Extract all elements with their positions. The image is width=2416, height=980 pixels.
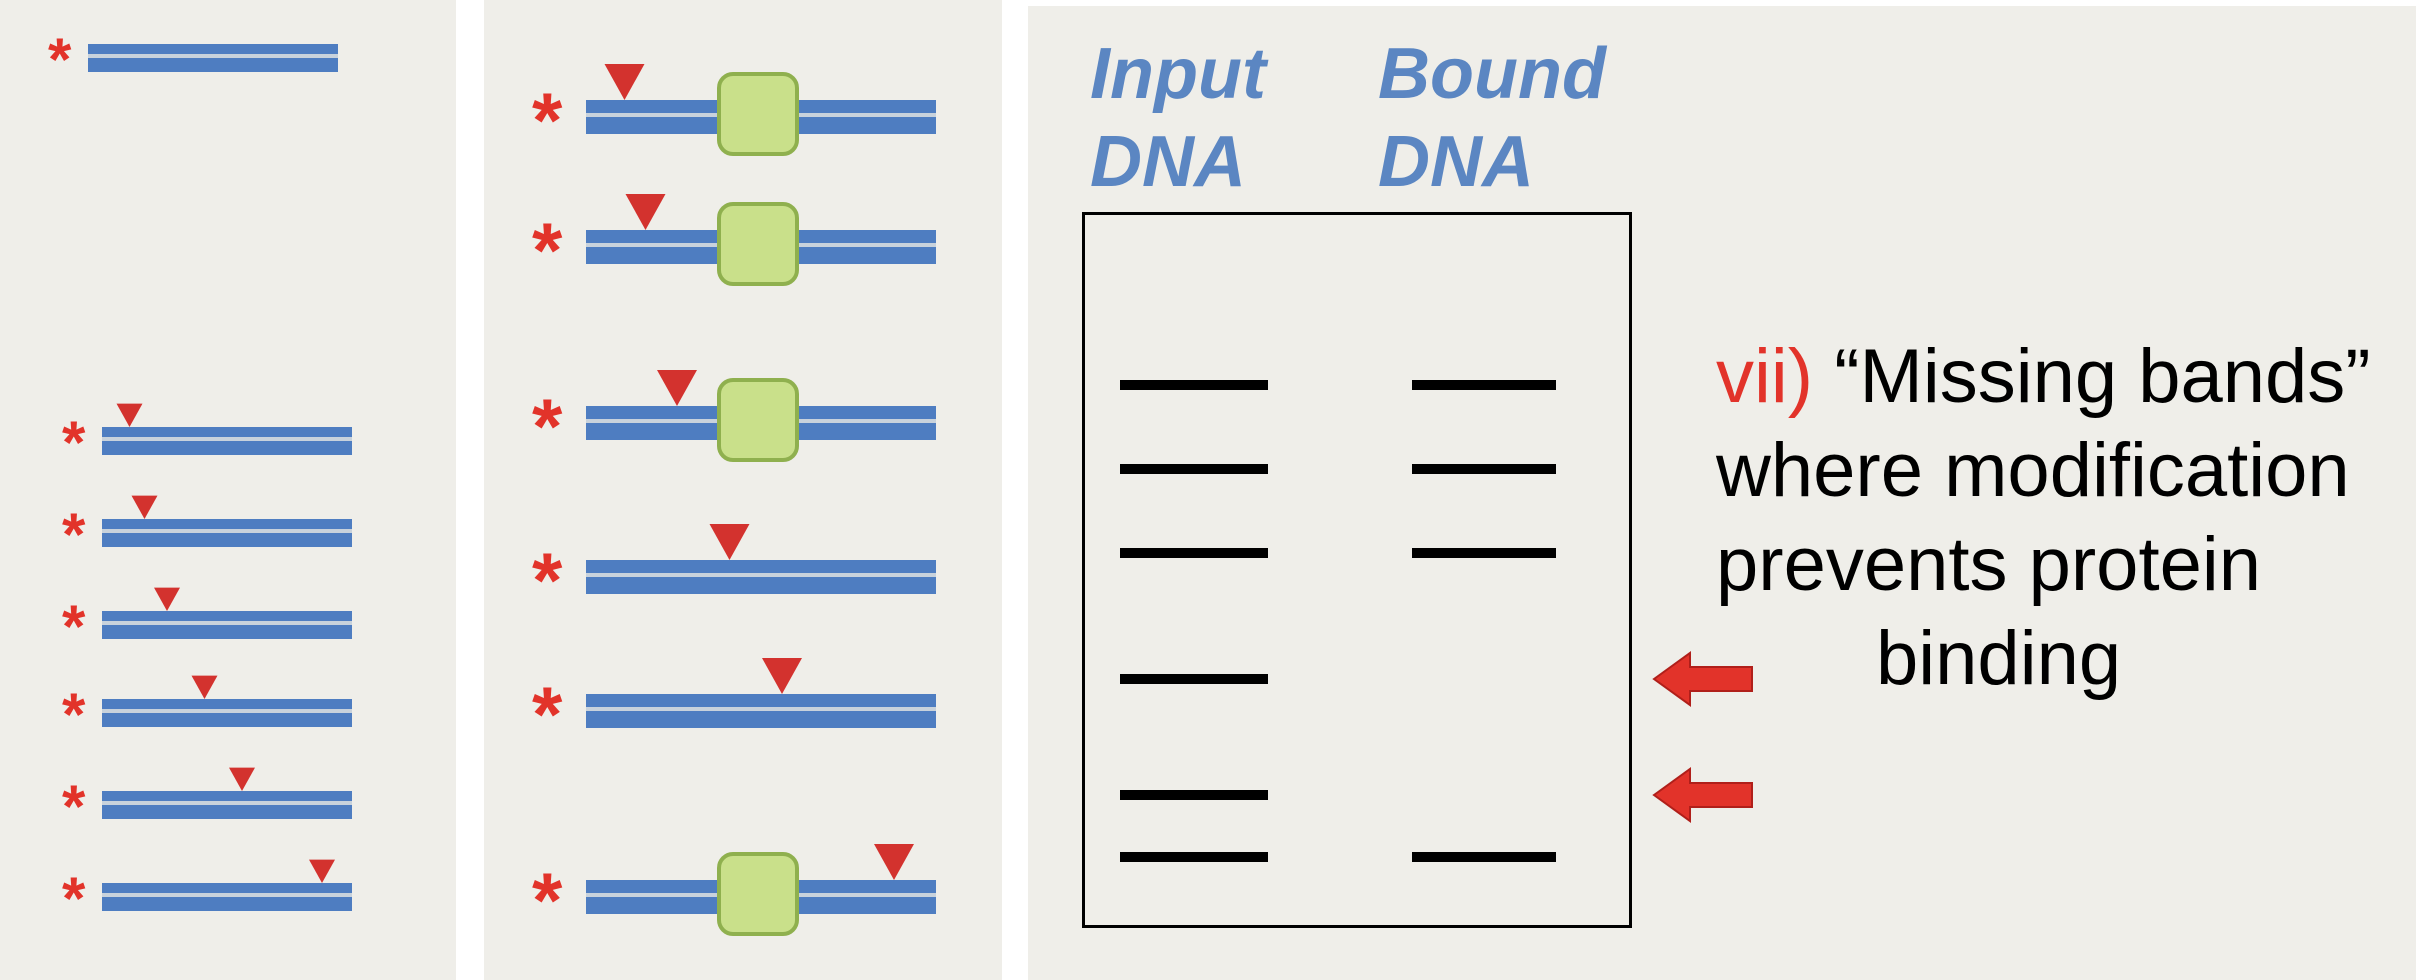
left-strand-gap-0 (88, 54, 338, 58)
bound-heading-line2: DNA (1378, 122, 1534, 202)
left-strand-gap-3 (102, 621, 352, 625)
mid-modification-marker-0 (604, 64, 645, 100)
mid-label-star-0: * (532, 76, 563, 164)
left-label-star-2: * (62, 501, 86, 568)
mid-label-star-4: * (532, 670, 563, 758)
input-dna-heading: Input DNA (1090, 30, 1266, 206)
left-strand-gap-4 (102, 709, 352, 713)
caption-line3: prevents protein (1716, 522, 2261, 607)
mid-label-star-1: * (532, 206, 563, 294)
left-modification-marker-6 (309, 859, 335, 883)
left-strand-gap-6 (102, 893, 352, 897)
input-band (1120, 548, 1268, 558)
missing-band-arrow (1652, 651, 1753, 707)
left-modification-marker-3 (154, 587, 180, 611)
left-label-star-6: * (62, 865, 86, 932)
left-modification-marker-5 (229, 767, 255, 791)
mid-label-star-2: * (532, 382, 563, 470)
mid-strand-gap-3 (586, 573, 936, 577)
input-band (1120, 464, 1268, 474)
left-modification-marker-2 (131, 495, 158, 519)
bound-heading-line1: Bound (1378, 34, 1606, 114)
bound-dna-heading: Bound DNA (1378, 30, 1606, 206)
mid-label-star-3: * (532, 536, 563, 624)
left-label-star-0: * (48, 26, 72, 93)
input-band (1120, 674, 1268, 684)
mid-modification-marker-5 (874, 844, 914, 880)
mid-protein-1 (717, 202, 799, 286)
caption-number: vii) (1716, 334, 1814, 419)
left-label-star-4: * (62, 681, 86, 748)
left-strand-gap-1 (102, 437, 352, 441)
left-label-star-3: * (62, 593, 86, 660)
left-strand-gap-5 (102, 801, 352, 805)
mid-modification-marker-3 (709, 524, 750, 560)
mid-modification-marker-2 (657, 370, 697, 406)
mid-protein-5 (717, 852, 799, 936)
input-band (1120, 790, 1268, 800)
mid-protein-2 (717, 378, 799, 462)
bound-band (1412, 548, 1556, 558)
mid-protein-0 (717, 72, 799, 156)
left-strand-gap-2 (102, 529, 352, 533)
caption-line4: binding (1876, 616, 2122, 701)
bound-band (1412, 380, 1556, 390)
left-modification-marker-1 (116, 403, 143, 427)
missing-band-arrow (1652, 767, 1753, 823)
caption-line1: “Missing bands” (1834, 334, 2371, 419)
bound-band (1412, 852, 1556, 862)
mid-modification-marker-4 (762, 658, 802, 694)
input-heading-line1: Input (1090, 34, 1266, 114)
gel-frame (1082, 212, 1632, 928)
left-modification-marker-4 (191, 675, 218, 699)
mid-label-star-5: * (532, 856, 563, 944)
left-label-star-5: * (62, 773, 86, 840)
input-band (1120, 380, 1268, 390)
middle-panel-protein-bound-dna (484, 0, 1002, 980)
caption: vii) “Missing bands” where modification … (1716, 330, 2416, 706)
left-label-star-1: * (62, 409, 86, 476)
mid-strand-gap-4 (586, 707, 936, 711)
caption-line2: where modification (1716, 428, 2350, 513)
right-panel-gel (1028, 6, 2416, 980)
mid-modification-marker-1 (625, 194, 666, 230)
input-heading-line2: DNA (1090, 122, 1246, 202)
bound-band (1412, 464, 1556, 474)
input-band (1120, 852, 1268, 862)
